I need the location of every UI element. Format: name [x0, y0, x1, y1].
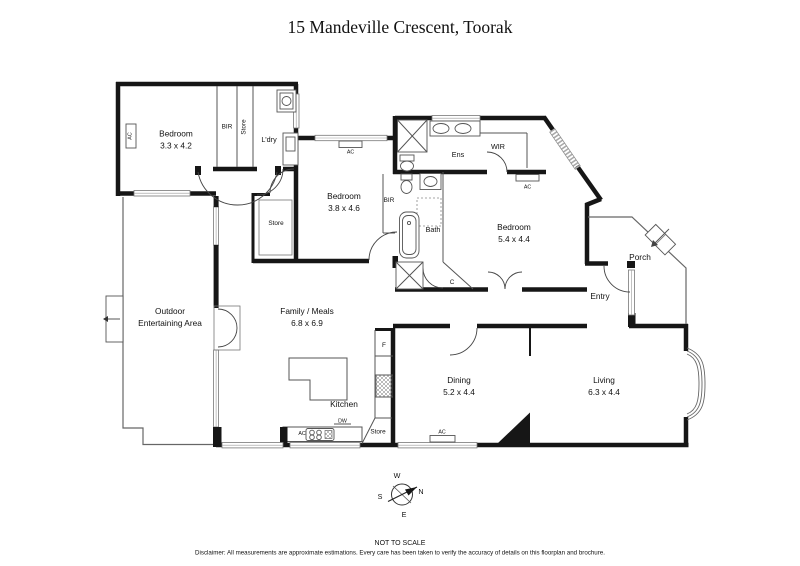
room-label-living: Living [593, 375, 615, 385]
room-label-bedroom2: Bedroom [327, 191, 361, 201]
wall-post [392, 256, 398, 268]
room-label-laundry: L'dry [261, 135, 277, 144]
label-ac-wir: AC [524, 185, 532, 191]
bay-window [686, 347, 706, 421]
label-ac-kitchen: AC [298, 431, 306, 437]
ac-unit-icon [338, 140, 363, 148]
compass-south: S [378, 492, 383, 501]
room-dims-family: 6.8 x 6.9 [291, 318, 323, 328]
label-fridge: F [382, 342, 386, 349]
compass-north: N [418, 487, 423, 496]
linen-cupboard-icon [395, 261, 424, 290]
shower-base-icon [416, 197, 442, 227]
double-basin-icon [429, 120, 481, 137]
scale-note: NOT TO SCALE [375, 540, 426, 547]
ac-unit-icon [515, 174, 540, 182]
door-post [195, 166, 201, 175]
ac-unit-icon [125, 123, 137, 149]
label-store-rotated: Store [241, 119, 248, 135]
room-label-bath: Bath [426, 225, 441, 234]
kitchen-wall-post [280, 427, 288, 444]
toilet-icon [400, 173, 413, 194]
label-store-kitchen: Store [370, 429, 386, 436]
room-dims-living: 6.3 x 4.4 [588, 387, 620, 397]
wall-segment [213, 245, 219, 308]
room-label-outdoor1: Outdoor [155, 306, 185, 316]
outdoor-boundary [122, 197, 213, 446]
toilet-icon [399, 154, 415, 172]
ac-unit-icon [429, 435, 456, 443]
entry-wall-post [628, 313, 636, 327]
label-dishwasher: DW [338, 419, 347, 425]
kitchen-island [288, 357, 348, 401]
room-label-bedroom3: Bedroom [497, 222, 531, 232]
label-store-mid: Store [268, 220, 284, 227]
porch-boundary [588, 216, 687, 324]
room-label-ensuite: Ens [452, 150, 465, 159]
room-label-kitchen: Kitchen [330, 399, 358, 409]
store-shelving [258, 199, 293, 256]
room-label-bedroom1: Bedroom [159, 129, 193, 139]
fireplace-icon [103, 295, 124, 343]
entry-door-post [627, 261, 635, 268]
window [221, 442, 284, 449]
room-labels: Bedroom 3.3 x 4.2 BIR Store L'dry AC AC … [128, 119, 652, 437]
window [133, 190, 191, 197]
room-label-dining: Dining [447, 375, 471, 385]
wall-segment [213, 196, 219, 207]
room-label-outdoor2: Entertaining Area [138, 318, 202, 328]
room-dims-bedroom3: 5.4 x 4.4 [498, 234, 530, 244]
page-title: 15 Mandeville Crescent, Toorak [288, 17, 513, 37]
label-ac-bedroom1: AC [128, 132, 134, 140]
window [289, 442, 361, 449]
pantry-icon [375, 374, 393, 398]
room-dims-bedroom1: 3.3 x 4.2 [160, 141, 192, 151]
label-ac-nook: AC [347, 150, 355, 156]
porch-steps-icon [644, 223, 677, 256]
room-label-entry: Entry [590, 291, 610, 301]
room-label-porch: Porch [629, 252, 651, 262]
cooktop-icon [305, 428, 335, 441]
bathtub-icon [399, 211, 420, 259]
room-label-wir: WIR [491, 142, 505, 151]
entry-door-leaf [628, 269, 635, 316]
windows [133, 93, 635, 449]
wall-segment [213, 427, 222, 447]
interior-walls [213, 138, 587, 443]
laundry-trough-icon [282, 132, 299, 166]
footer: NOT TO SCALE Disclaimer: All measurement… [195, 540, 605, 557]
compass-west: W [394, 471, 401, 480]
window [213, 206, 220, 246]
vanity-icon [419, 173, 442, 190]
label-bir2: BIR [384, 197, 395, 204]
door-swings [197, 151, 631, 356]
compass-rose: W N S E [378, 471, 424, 519]
window [213, 349, 220, 428]
label-ac-dining: AC [438, 430, 446, 436]
window [314, 134, 388, 142]
door-post [275, 166, 281, 175]
room-dims-dining: 5.2 x 4.4 [443, 387, 475, 397]
room-dims-bedroom2: 3.8 x 4.6 [328, 203, 360, 213]
window [397, 442, 478, 449]
fixtures [103, 89, 677, 443]
washing-machine-icon [276, 89, 297, 113]
fireplace-triangle [498, 412, 530, 443]
shower-icon [397, 119, 428, 153]
window [431, 115, 481, 122]
label-bir: BIR [222, 124, 233, 131]
label-closet: C [450, 279, 455, 286]
compass-east: E [402, 510, 407, 519]
angled-window [549, 128, 581, 170]
room-label-family: Family / Meals [280, 306, 333, 316]
disclaimer-text: Disclaimer: All measurements are approxi… [195, 550, 605, 557]
